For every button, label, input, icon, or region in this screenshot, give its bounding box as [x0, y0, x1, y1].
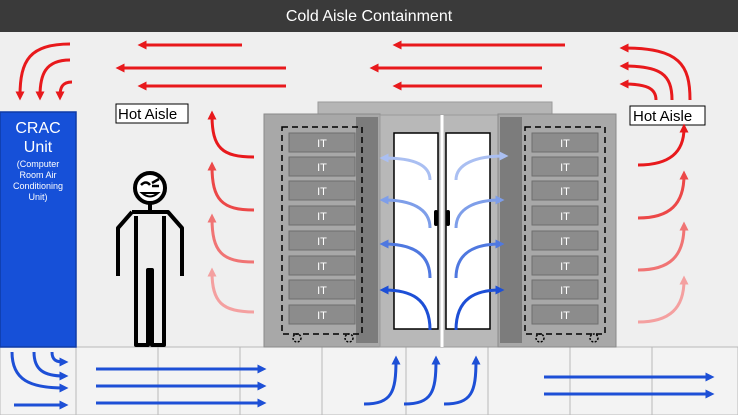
door-handle-icon [446, 210, 450, 226]
server-unit [531, 132, 599, 153]
server-unit [531, 255, 599, 276]
door-handle-icon [434, 210, 438, 226]
server-label: IT [560, 261, 570, 273]
crac-sub-line3: Conditioning [13, 181, 63, 191]
server-label: IT [317, 236, 327, 248]
server-unit [288, 255, 356, 276]
server-label: IT [317, 138, 327, 150]
crac-sub-line1: (Computer [17, 159, 60, 169]
right-rack-servers: IT IT IT IT IT IT IT IT [531, 132, 599, 325]
server-unit [288, 132, 356, 153]
crac-unit: CRAC Unit (Computer Room Air Conditionin… [0, 111, 77, 348]
server-unit [288, 180, 356, 201]
server-unit [531, 156, 599, 177]
server-label: IT [317, 285, 327, 297]
right-rack: IT IT IT IT IT IT IT IT [497, 113, 617, 348]
hot-aisle-label-left-text: Hot Aisle [118, 106, 177, 123]
door-window-right [445, 132, 491, 330]
crac-title-line2: Unit [24, 139, 53, 156]
crac-sub-line2: Room Air [19, 170, 56, 180]
server-unit [288, 279, 356, 300]
server-unit [531, 304, 599, 325]
smiley-face-icon [133, 171, 167, 205]
technician-figure [116, 171, 184, 347]
crac-intake-arrows [15, 42, 73, 101]
hot-aisle-label-right: Hot Aisle [629, 105, 706, 126]
server-label: IT [560, 310, 570, 322]
server-label: IT [317, 261, 327, 273]
caster-wheel-icon [589, 333, 599, 343]
caster-wheel-icon [344, 333, 354, 343]
server-label: IT [560, 162, 570, 174]
right-hot-aisle-arrows [637, 123, 689, 324]
server-unit [531, 279, 599, 300]
crac-title-line1: CRAC [15, 120, 60, 137]
left-hot-aisle-arrows [207, 110, 255, 314]
server-unit [288, 205, 356, 226]
caster-wheel-icon [292, 333, 302, 343]
right-top-curve-arrows [619, 43, 692, 101]
server-label: IT [560, 236, 570, 248]
left-rack: IT IT IT IT IT IT IT IT [263, 113, 381, 348]
server-unit [288, 156, 356, 177]
server-label: IT [317, 162, 327, 174]
server-label: IT [560, 211, 570, 223]
top-return-arrows [115, 40, 565, 91]
hot-aisle-label-right-text: Hot Aisle [633, 108, 692, 125]
server-label: IT [560, 285, 570, 297]
containment-roof [317, 101, 553, 116]
crac-sub-line4: Unit) [28, 192, 47, 202]
server-unit [531, 180, 599, 201]
server-unit [531, 205, 599, 226]
server-label: IT [560, 186, 570, 198]
server-label: IT [317, 186, 327, 198]
caster-wheel-icon [535, 333, 545, 343]
server-unit [288, 230, 356, 251]
server-unit [531, 230, 599, 251]
server-unit [288, 304, 356, 325]
underfloor-supply-arrows [10, 351, 715, 410]
left-rack-servers: IT IT IT IT IT IT IT IT [288, 132, 356, 325]
header-bar [0, 0, 738, 32]
hot-aisle-label-left: Hot Aisle [115, 103, 189, 124]
diagram-title: Cold Aisle Containment [286, 8, 453, 25]
server-label: IT [317, 211, 327, 223]
cold-aisle-arrows [379, 151, 509, 331]
containment-doors [379, 114, 499, 348]
server-label: IT [560, 138, 570, 150]
server-label: IT [317, 310, 327, 322]
